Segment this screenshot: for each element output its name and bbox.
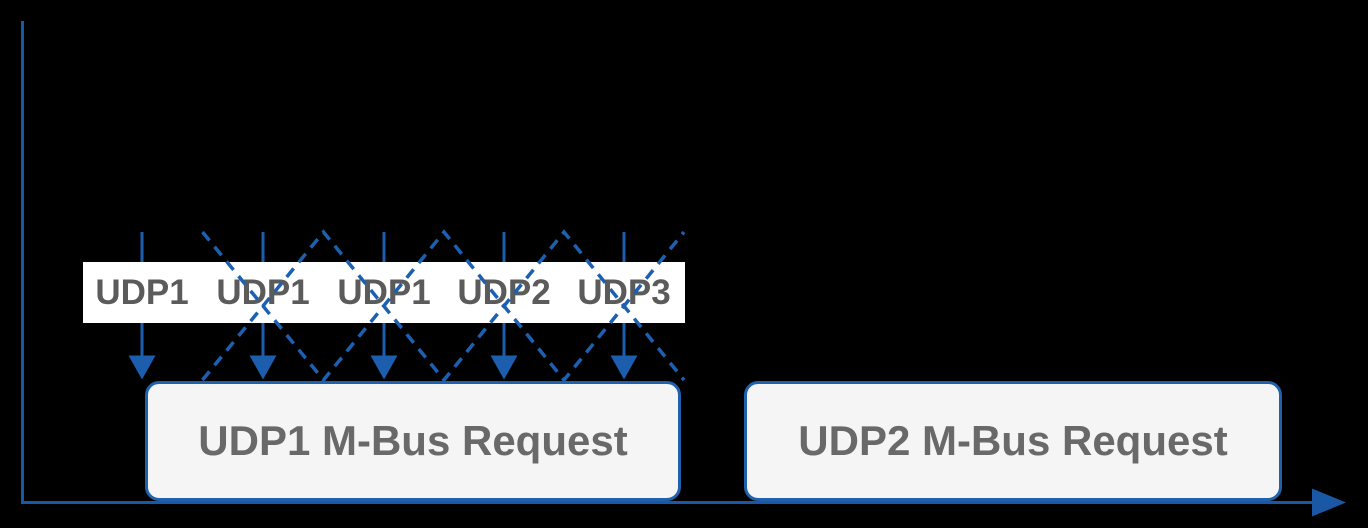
down-arrowhead-icon xyxy=(490,355,518,380)
udp-request-label: UDP3 xyxy=(577,273,671,312)
down-arrowhead-icon xyxy=(370,355,398,380)
down-arrowhead-icon xyxy=(128,355,156,380)
udp-request-label: UDP1 xyxy=(337,273,431,312)
down-arrowhead-icon xyxy=(610,355,638,380)
x-axis-arrowhead-icon xyxy=(1312,488,1346,517)
udp-request-label: UDP2 xyxy=(457,273,551,312)
udp-request-label: UDP1 xyxy=(95,273,189,312)
udp-request-label: UDP1 xyxy=(216,273,310,312)
udp2-mbus-request-box: UDP2 M-Bus Request xyxy=(744,381,1282,501)
udp1-mbus-request-label: UDP1 M-Bus Request xyxy=(198,417,628,464)
down-arrowhead-icon xyxy=(249,355,277,380)
udp1-mbus-request-box: UDP1 M-Bus Request xyxy=(145,381,681,501)
udp-label-strip: UDP1 UDP1 UDP1 UDP2 UDP3 xyxy=(83,262,685,323)
udp2-mbus-request-label: UDP2 M-Bus Request xyxy=(798,417,1228,464)
